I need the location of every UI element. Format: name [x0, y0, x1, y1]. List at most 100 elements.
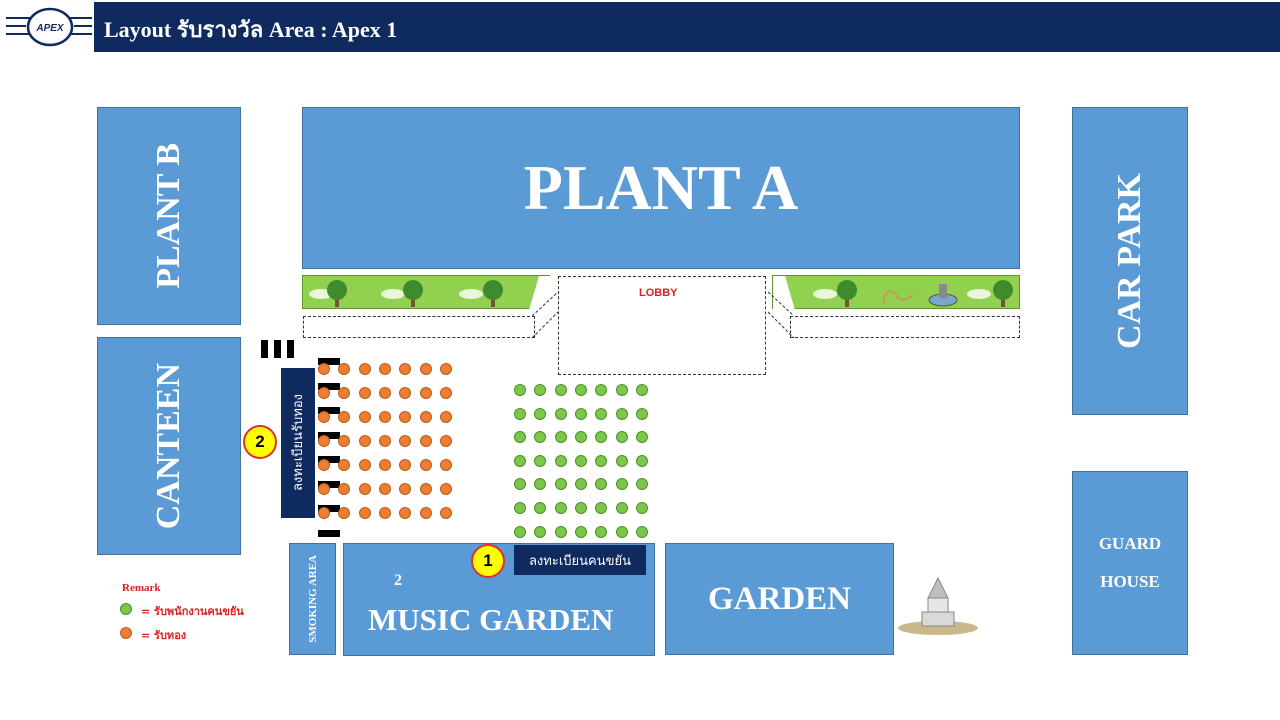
gold-seat — [419, 483, 432, 495]
diligent-seat — [554, 431, 567, 444]
gold-seat — [338, 411, 351, 423]
music-garden-number: 2 — [394, 572, 402, 589]
plant-a-building: PLANT A — [302, 107, 1020, 269]
diligent-seat — [595, 478, 608, 491]
barrier-marker — [287, 340, 294, 358]
gold-seat — [338, 387, 351, 399]
gold-seat — [318, 363, 330, 375]
walkway-left-connector — [531, 291, 559, 339]
barrier-marker — [261, 340, 268, 358]
barrier-marker — [318, 505, 340, 512]
gold-seat — [358, 363, 371, 375]
apex-logo: APEX — [6, 7, 92, 47]
diligent-seat — [615, 431, 628, 444]
marker-2: 2 — [243, 425, 277, 459]
gold-seat — [358, 411, 371, 423]
svg-text:APEX: APEX — [35, 23, 65, 34]
diligent-seat — [534, 454, 547, 467]
diligent-seat — [574, 407, 587, 420]
diligent-seat — [514, 384, 526, 396]
diligent-seat — [635, 407, 648, 420]
gold-seat — [318, 435, 330, 447]
diligent-seat — [574, 454, 587, 467]
barrier-marker — [274, 340, 281, 358]
diligent-seat — [554, 407, 567, 420]
gold-seat — [419, 363, 432, 375]
barrier-marker — [318, 358, 340, 365]
diligent-seat — [615, 454, 628, 467]
gold-seat — [338, 483, 351, 495]
plant-b-building: PLANT B — [97, 107, 241, 325]
diligent-seat — [514, 502, 526, 514]
plant-b-label: PLANT B — [150, 143, 187, 289]
diligent-seat — [595, 384, 608, 396]
diligent-seat — [595, 431, 608, 444]
gold-seat — [399, 483, 412, 495]
gold-seat — [358, 459, 371, 471]
diligent-seat — [574, 384, 587, 396]
marker-1: 1 — [471, 544, 505, 578]
diligent-seat — [635, 502, 648, 514]
gold-seat — [399, 411, 412, 423]
gold-registration-label: ลงทะเบียนรับทอง — [290, 394, 306, 492]
gold-seat — [318, 483, 330, 495]
diligent-seat — [534, 478, 547, 491]
diligent-seat — [534, 407, 547, 420]
tree-icon — [381, 280, 423, 307]
diligent-seat — [514, 525, 526, 538]
header-bar — [94, 2, 1280, 52]
fountain-icon — [928, 284, 958, 307]
diligent-seat — [635, 384, 648, 396]
gold-seat — [338, 435, 351, 447]
diligent-seat — [615, 384, 628, 396]
diligent-seat — [635, 454, 648, 467]
lobby-area: LOBBY — [558, 276, 766, 375]
gold-seat — [439, 459, 452, 471]
gold-seat — [399, 387, 412, 399]
gold-seat — [399, 363, 412, 375]
diligent-seat — [514, 454, 526, 467]
legend-orange-label: = รับทอง — [141, 629, 187, 642]
tree-icon — [459, 280, 503, 307]
diligent-seat — [574, 478, 587, 491]
diligent-seat — [595, 525, 608, 538]
diligent-seat — [635, 478, 648, 491]
gold-seat — [439, 507, 452, 519]
lobby-label: LOBBY — [639, 287, 678, 299]
tree-icon — [967, 280, 1013, 307]
gold-seat — [439, 363, 452, 375]
gold-seat — [439, 387, 452, 399]
diligent-seat — [635, 525, 648, 538]
gold-seat — [378, 363, 391, 375]
page-title: Layout รับรางวัล Area : Apex 1 — [104, 17, 398, 42]
car-park-label: CAR PARK — [1111, 173, 1148, 349]
barrier-marker — [318, 382, 340, 390]
gold-seat — [318, 459, 330, 471]
diligent-seat — [595, 407, 608, 420]
guard-house-label-line1: GUARD — [1098, 534, 1162, 553]
gold-seat — [358, 387, 371, 399]
diligent-registration-desk: ลงทะเบียนคนขยัน — [514, 545, 646, 575]
walkway-right-connector — [767, 291, 795, 339]
smoking-area-label: SMOKING AREA — [306, 555, 319, 643]
gold-seat — [439, 435, 452, 447]
diligent-seat — [595, 502, 608, 514]
barrier-marker — [318, 480, 340, 488]
gold-seat — [318, 387, 330, 399]
green-strip-right — [772, 275, 1020, 310]
gold-seat — [358, 435, 371, 447]
guard-house-label-line2: HOUSE — [1100, 572, 1160, 591]
gold-seat — [419, 411, 432, 423]
gold-seat — [338, 507, 351, 519]
gold-seat — [318, 507, 330, 519]
diligent-seat — [534, 384, 547, 396]
diligent-seat — [554, 502, 567, 514]
diligent-seat — [554, 525, 567, 538]
diligent-seat — [574, 431, 587, 444]
garden-area: GARDEN — [665, 543, 894, 655]
diligent-seat — [534, 525, 547, 538]
gold-seat — [318, 411, 330, 423]
diligent-seat — [514, 478, 526, 491]
gold-seat — [378, 507, 391, 519]
diligent-seat — [514, 431, 526, 444]
